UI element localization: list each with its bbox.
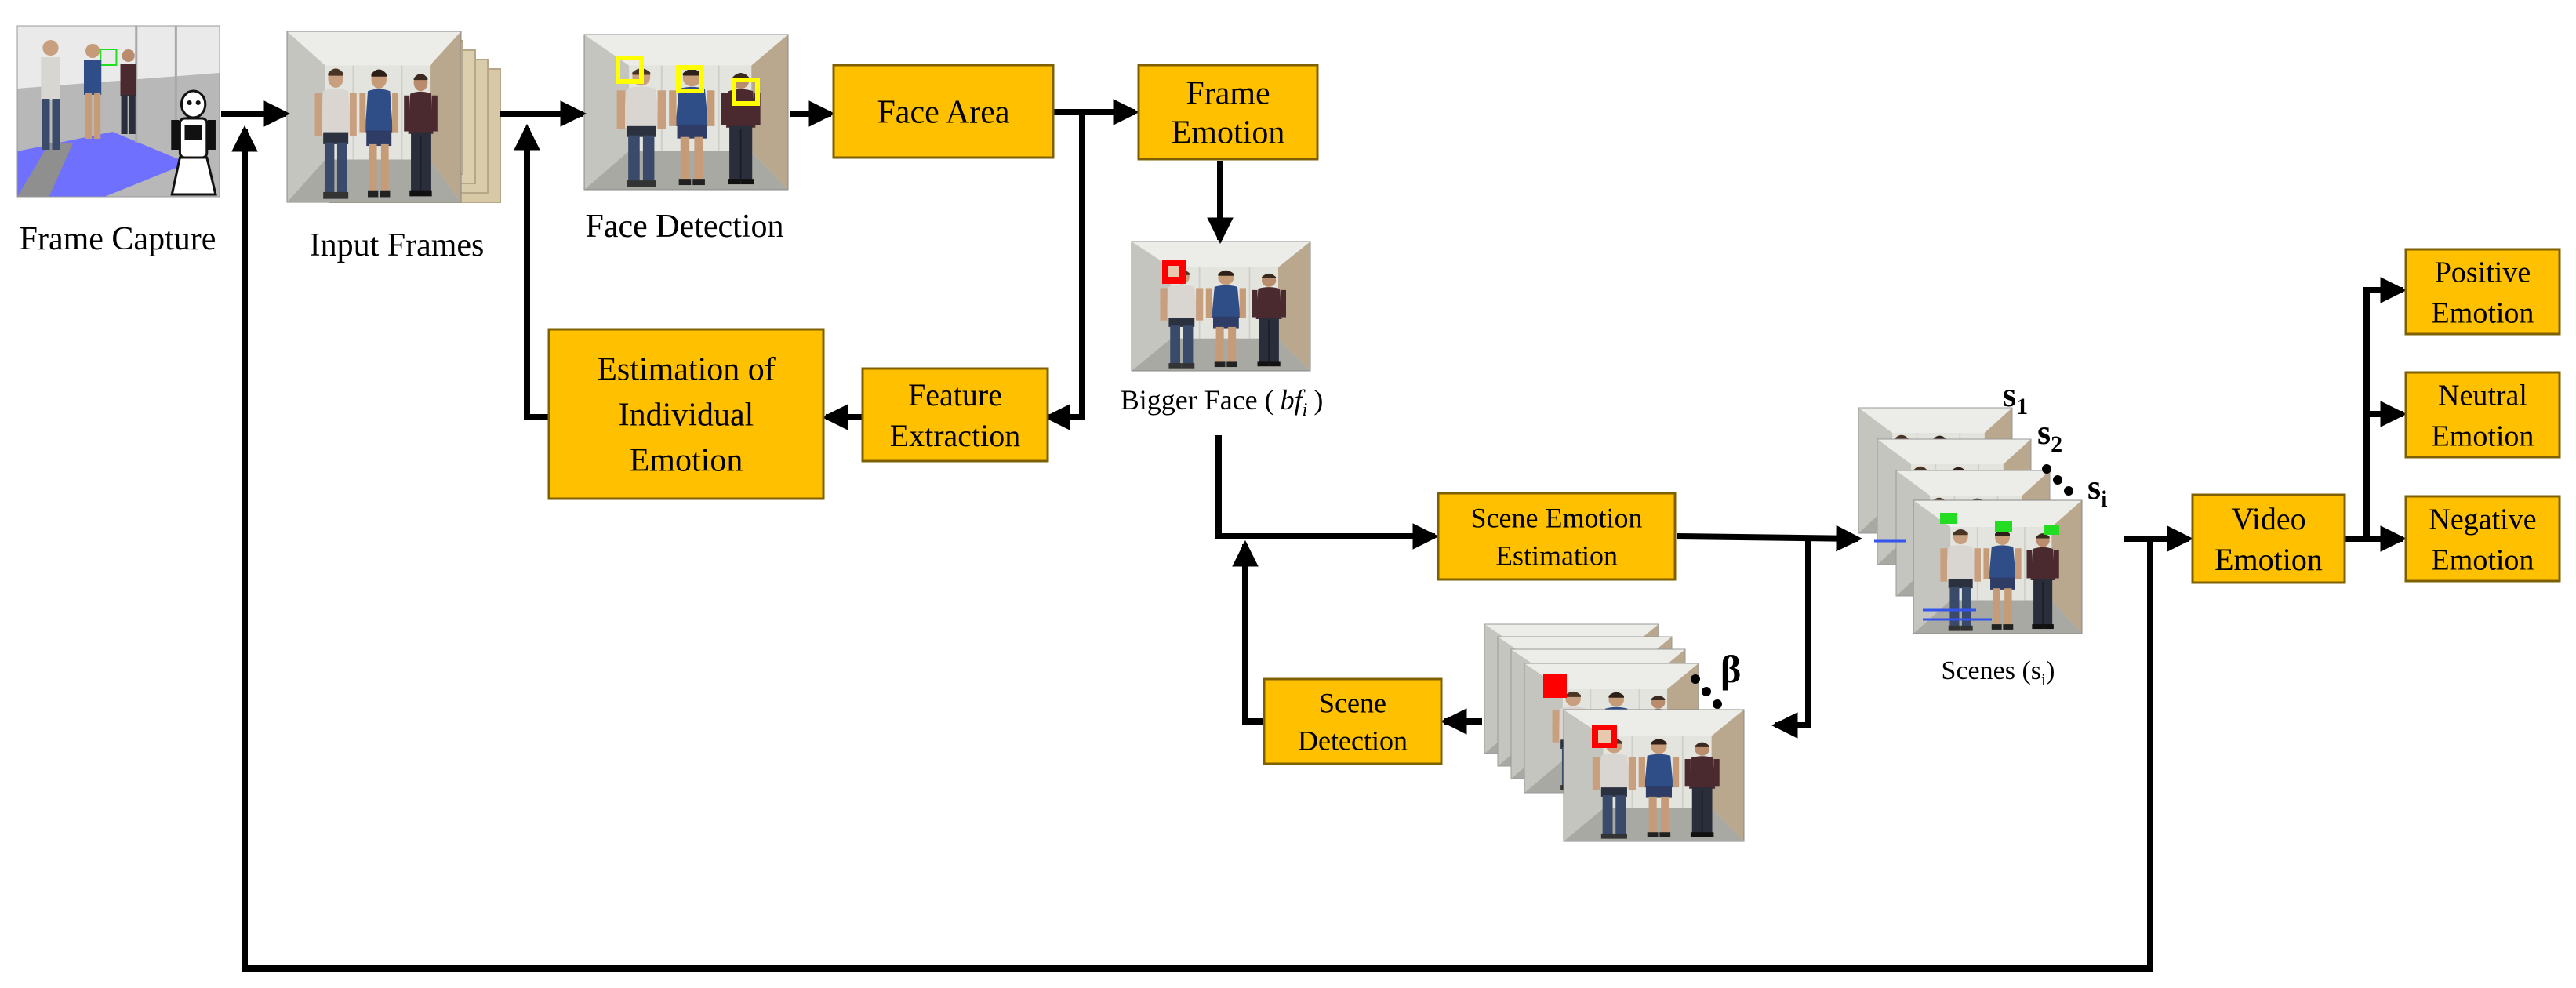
scene-detection-box-line-2: Detection [1298,725,1408,757]
arrow-global-feedback-loop [231,125,2153,972]
positive-emotion-box-rect [2404,248,2561,336]
scenes-label: Scenes (si) [1942,656,2055,689]
arrow-to-feature-extraction [1043,112,1085,430]
arrow-bigger-face-to-scene-estimation [1215,435,1440,550]
positive-emotion-box-line-2: Emotion [2432,296,2534,329]
symbol-beta: β [1720,647,1741,691]
input-frames-stack [286,31,501,203]
symbol-si-sub: i [2101,486,2107,512]
neutral-emotion-box-rect [2404,371,2561,459]
face-marker-3 [732,78,760,106]
bigger-face-suffix: ) [1313,384,1323,416]
positive-emotion-box-line-1: Positive [2435,256,2531,289]
arrow-individual-to-input-feedback [514,123,549,420]
arrow-to-positive [2363,277,2407,539]
face-area-box-line-1: Face Area [877,95,1009,131]
ellipsis-dots-scenes [2042,464,2073,496]
face-area-box: Face Area [832,64,1055,159]
process-boxes: Face AreaFrameEmotionFeatureExtractionEs… [547,64,2561,765]
frame-emotion-box-line-2: Emotion [1172,115,1285,151]
arrow-scene-detection-loop [1232,539,1263,725]
symbol-s1-base: s [2003,376,2016,414]
scenes-stack [1858,407,2083,634]
symbol-si: si [2087,468,2107,512]
video-emotion-box-rect [2191,493,2346,584]
face-marker-2 [676,65,704,93]
feature-extraction-box-line-2: Extraction [890,418,1021,453]
symbol-s2: s2 [2037,413,2062,457]
video-emotion-box-line-2: Emotion [2214,542,2323,577]
video-emotion-box-line-1: Video [2231,501,2305,536]
bigger-face-sub: i [1303,400,1308,420]
individual-emotion-box-rect [547,328,825,500]
scene-detection-box-line-1: Scene [1319,688,1386,719]
frame-capture-label: Frame Capture [20,221,216,257]
symbol-s1-sub: 1 [2016,394,2028,420]
scene-emotion-estimation-box-line-2: Estimation [1495,540,1618,572]
feature-extraction-box-rect [861,367,1049,463]
symbol-s2-sub: 2 [2051,431,2062,457]
neutral-emotion-box-line-1: Neutral [2438,379,2527,412]
symbol-s1: s1 [2003,376,2028,420]
input-frames-label: Input Frames [310,227,485,263]
neutral-emotion-box-line-2: Emotion [2432,420,2534,452]
arrow-to-scene-detection-stack [1771,539,1811,739]
face-marker-1 [616,56,644,84]
bigger-face-label: Bigger Face (bfi) [1121,384,1324,420]
individual-emotion-box-line-2: Individual [619,398,754,434]
bigger-face-prefix: Bigger Face ( [1121,384,1274,416]
arrow-scene-estimation-to-scenes [1676,525,1863,552]
symbol-si-base: s [2087,468,2101,507]
individual-emotion-box-line-1: Estimation of [597,352,775,388]
negative-emotion-box-rect [2404,495,2561,583]
ellipsis-dots-beta [1691,674,1722,709]
scenes-prefix: Scenes (s [1942,656,2041,685]
scene-emotion-estimation-box-line-1: Scene Emotion [1471,503,1643,534]
individual-emotion-box-line-3: Emotion [630,443,743,479]
face-area-box-rect [832,64,1055,159]
frame-capture-image [16,25,220,198]
symbol-s2-base: s [2037,413,2051,452]
frame-emotion-box-line-1: Frame [1186,76,1270,112]
negative-emotion-box-line-2: Emotion [2432,543,2534,576]
face-detection-label: Face Detection [585,209,783,245]
scenes-suffix: ) [2046,656,2055,685]
scene-detection-box-rect [1263,677,1443,765]
negative-emotion-box-line-1: Negative [2429,503,2536,536]
scenes-sub: i [2041,670,2046,689]
feature-extraction-box-line-1: Feature [908,377,1002,412]
connector-lines [221,99,2407,972]
face-detection-image [583,34,789,191]
scene-detection-stack [1484,623,1745,842]
bigger-face-image [1131,241,1311,372]
bigger-face-var: bf [1281,384,1306,416]
scene-emotion-estimation-box-rect [1437,492,1677,581]
frame-emotion-box-rect [1137,64,1319,161]
